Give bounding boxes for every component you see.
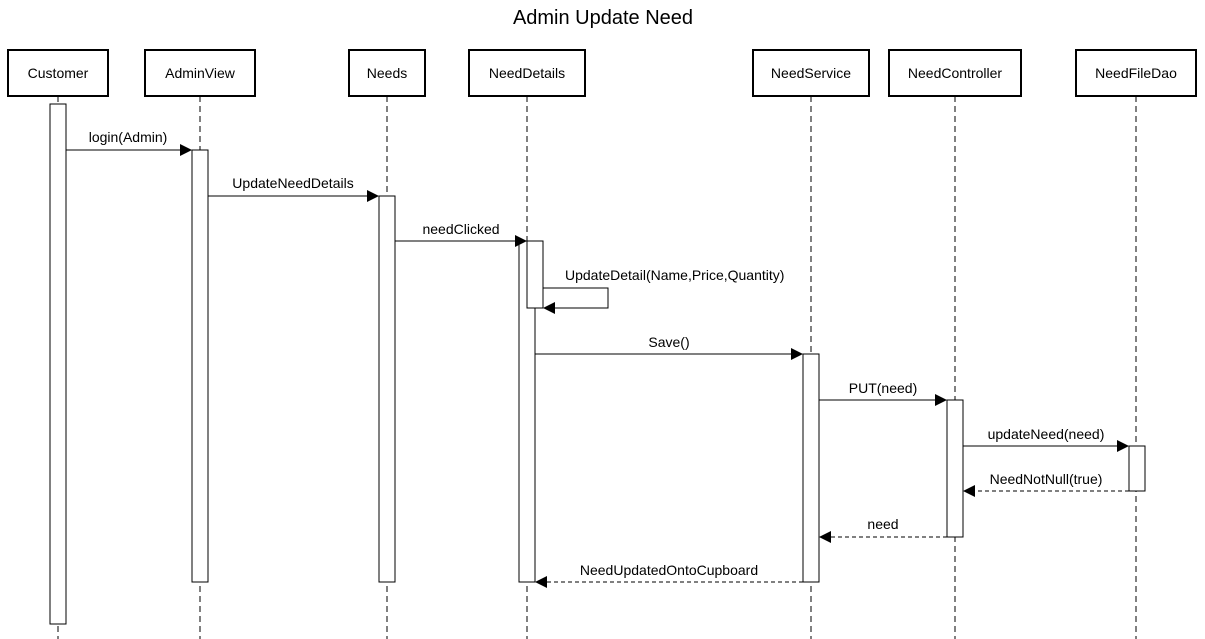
participant-needcontroller: NeedController [888, 49, 1022, 97]
arrowhead [515, 235, 527, 247]
message-label: login(Admin) [89, 129, 168, 145]
participant-label: NeedDetails [489, 65, 565, 81]
activation-bars [49, 103, 1146, 625]
participant-needfiledao: NeedFileDao [1075, 49, 1197, 97]
participant-box [1075, 49, 1197, 97]
message-m4: UpdateDetail(Name,Price,Quantity) [543, 267, 784, 314]
message-label: needClicked [422, 221, 499, 237]
participant-box [7, 49, 109, 97]
message-m2: UpdateNeedDetails [208, 175, 379, 202]
participant-customer: Customer [7, 49, 109, 97]
message-m1: login(Admin) [66, 129, 192, 156]
activation-bar-needfiledao [1128, 445, 1146, 492]
activation-bar-adminview [191, 149, 209, 583]
message-label: Save() [648, 334, 689, 350]
participant-box [468, 49, 586, 97]
participant-needservice: NeedService [752, 49, 870, 97]
activation-bar-needcontroller [946, 399, 964, 538]
activation-bar-customer [49, 103, 67, 625]
participant-label: NeedController [908, 65, 1002, 81]
lifelines [57, 96, 1137, 639]
participant-box [348, 49, 426, 97]
participant-needdetails: NeedDetails [468, 49, 586, 97]
participant-box [888, 49, 1022, 97]
participant-label: NeedService [771, 65, 851, 81]
participant-label: Needs [367, 65, 407, 81]
arrowhead [819, 531, 831, 543]
arrowhead [1117, 440, 1129, 452]
message-label: updateNeed(need) [988, 426, 1105, 442]
message-label: UpdateNeedDetails [232, 175, 353, 191]
activation-bar-needdetails [526, 240, 544, 309]
message-label: need [867, 516, 898, 532]
message-m5: Save() [535, 334, 803, 360]
message-m7: updateNeed(need) [963, 426, 1129, 452]
message-m3: needClicked [395, 221, 527, 247]
arrowhead [935, 394, 947, 406]
participant-adminview: AdminView [144, 49, 256, 97]
participant-label: NeedFileDao [1095, 65, 1177, 81]
message-label: PUT(need) [849, 380, 917, 396]
message-m10: NeedUpdatedOntoCupboard [535, 562, 803, 588]
arrowhead [791, 348, 803, 360]
arrowhead [963, 485, 975, 497]
messages: login(Admin) UpdateNeedDetails needClicked… [66, 129, 1129, 588]
participant-label: AdminView [165, 65, 236, 81]
activation-bar-needs [378, 195, 396, 583]
message-m6: PUT(need) [819, 380, 947, 406]
message-label: NeedNotNull(true) [990, 471, 1103, 487]
message-m9: need [819, 516, 947, 543]
arrowhead [535, 576, 547, 588]
participant-box [752, 49, 870, 97]
arrowhead [180, 144, 192, 156]
participant-needs: Needs [348, 49, 426, 97]
arrowhead [367, 190, 379, 202]
self-message-line [543, 287, 609, 309]
message-label: UpdateDetail(Name,Price,Quantity) [565, 267, 784, 283]
message-label: NeedUpdatedOntoCupboard [580, 562, 758, 578]
participants: Customer AdminView Needs NeedDetails NeedSer… [7, 49, 1197, 97]
message-m8: NeedNotNull(true) [963, 471, 1129, 497]
participant-box [144, 49, 256, 97]
arrowhead [543, 302, 555, 314]
diagram-title: Admin Update Need [513, 7, 693, 29]
activation-bar-needservice [802, 353, 820, 583]
participant-label: Customer [28, 65, 89, 81]
